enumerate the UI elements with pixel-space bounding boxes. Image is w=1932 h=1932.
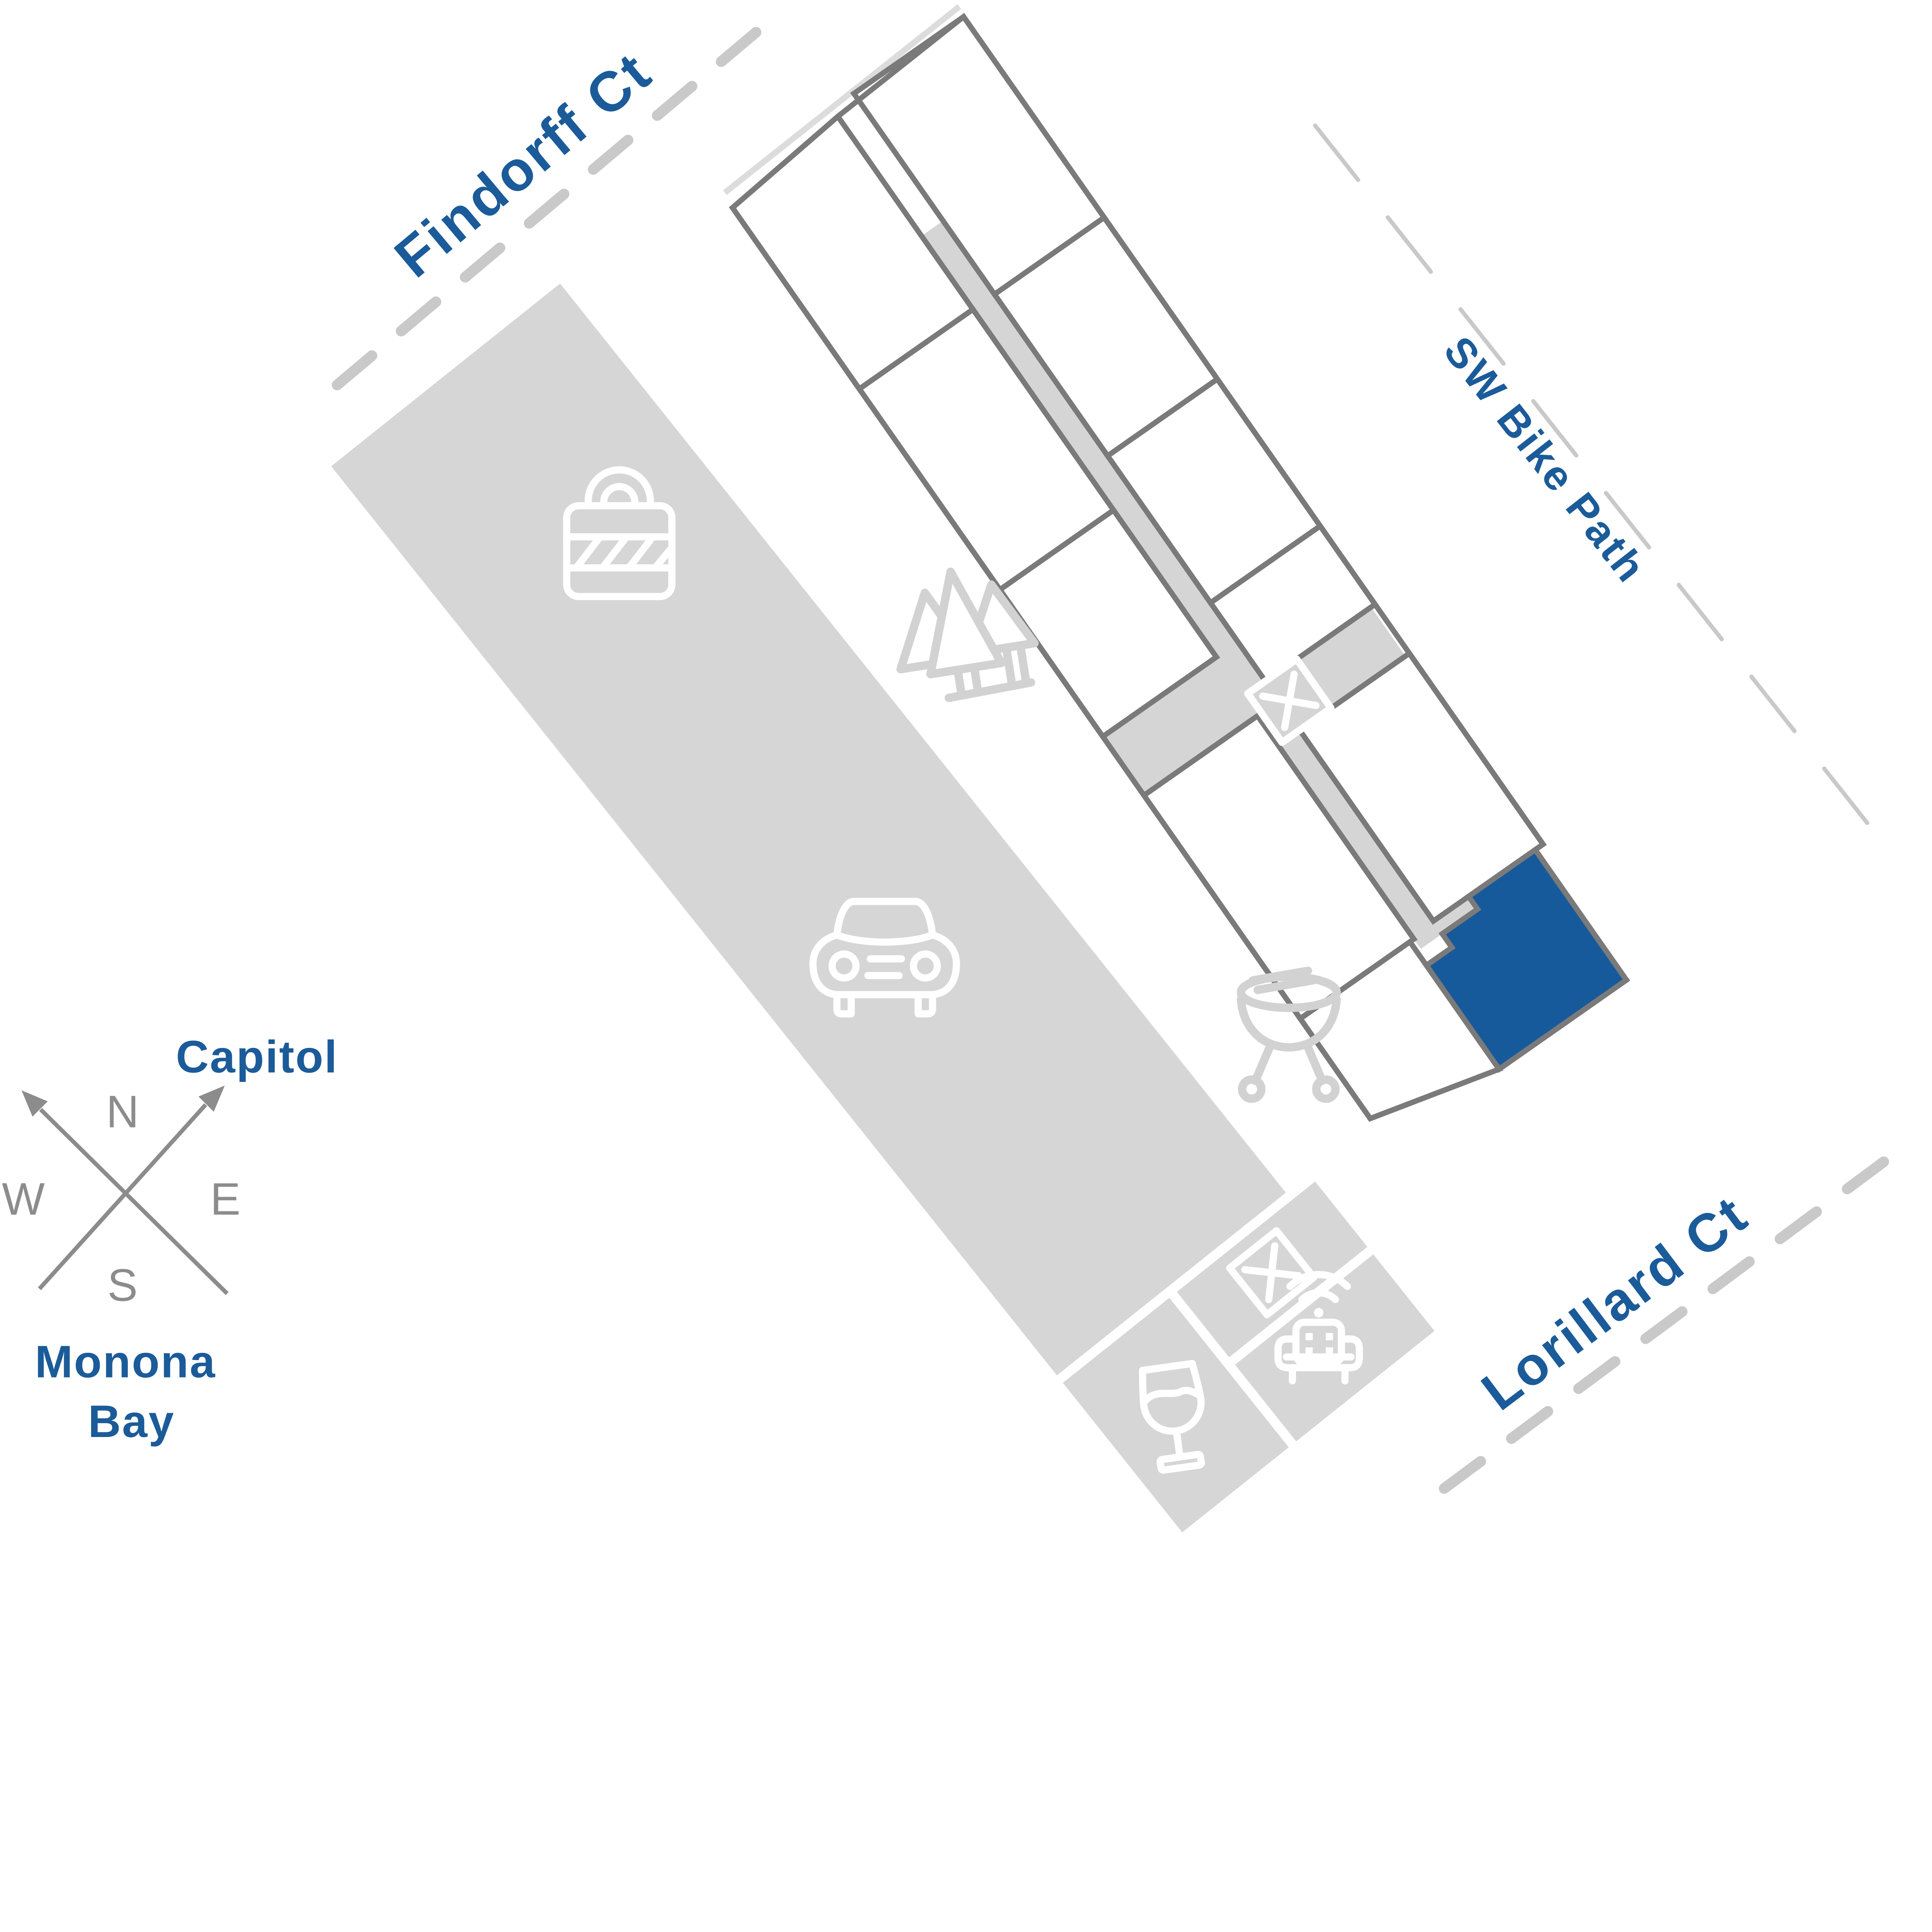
findorff-street-label: Findorff Ct xyxy=(383,39,663,289)
lorillard-road-line xyxy=(1439,1154,1892,1494)
findorff-road-line xyxy=(332,4,789,391)
monona-bay-landmark-label-line1: Monona xyxy=(35,1336,216,1387)
lounge-chair-wifi-icon xyxy=(1274,1271,1363,1384)
grill-icon xyxy=(1236,966,1341,1103)
compass-west-label: W xyxy=(2,1174,46,1225)
property-line xyxy=(723,4,961,195)
parking-car-icon xyxy=(809,898,960,1018)
compass-arrowhead-ne xyxy=(198,1085,225,1112)
building xyxy=(723,4,1630,1122)
corridor-end xyxy=(1412,896,1478,949)
corridor xyxy=(921,221,1442,949)
elevator-icon xyxy=(1226,1227,1318,1318)
amenity-divider xyxy=(1225,1247,1374,1368)
building-outline xyxy=(729,13,1630,1122)
elevator-icon xyxy=(1244,655,1335,746)
compass-south-label: S xyxy=(107,1260,139,1310)
sw-bike-path-label: SW Bike Path xyxy=(1435,328,1656,592)
street-lorillard: Lorillard Ct xyxy=(1439,1154,1892,1494)
compass-axis-nw-se xyxy=(39,1108,229,1295)
amenity-divider xyxy=(1169,1292,1296,1447)
wine-glass-icon xyxy=(1139,1360,1205,1474)
corridor-exit xyxy=(1103,657,1258,796)
site-map: Findorff Ct SW Bike Path Lorillard Ct xyxy=(2,4,1892,1532)
compass-axis-ne-sw xyxy=(38,1103,207,1291)
compass-north-label: N xyxy=(106,1087,140,1137)
sw-bike-path-road-line xyxy=(1313,123,1885,845)
compass-east-label: E xyxy=(210,1174,242,1225)
compass-arrowhead-nw xyxy=(21,1090,48,1117)
padlock-storage-icon xyxy=(563,466,676,600)
capitol-landmark-label: Capitol xyxy=(176,1031,338,1082)
monona-bay-landmark-label-line2: Bay xyxy=(88,1396,175,1447)
trees-icon xyxy=(896,567,1039,702)
compass: N W E S Capitol Monona Bay xyxy=(2,1031,338,1447)
lorillard-street-label: Lorillard Ct xyxy=(1471,1184,1759,1422)
